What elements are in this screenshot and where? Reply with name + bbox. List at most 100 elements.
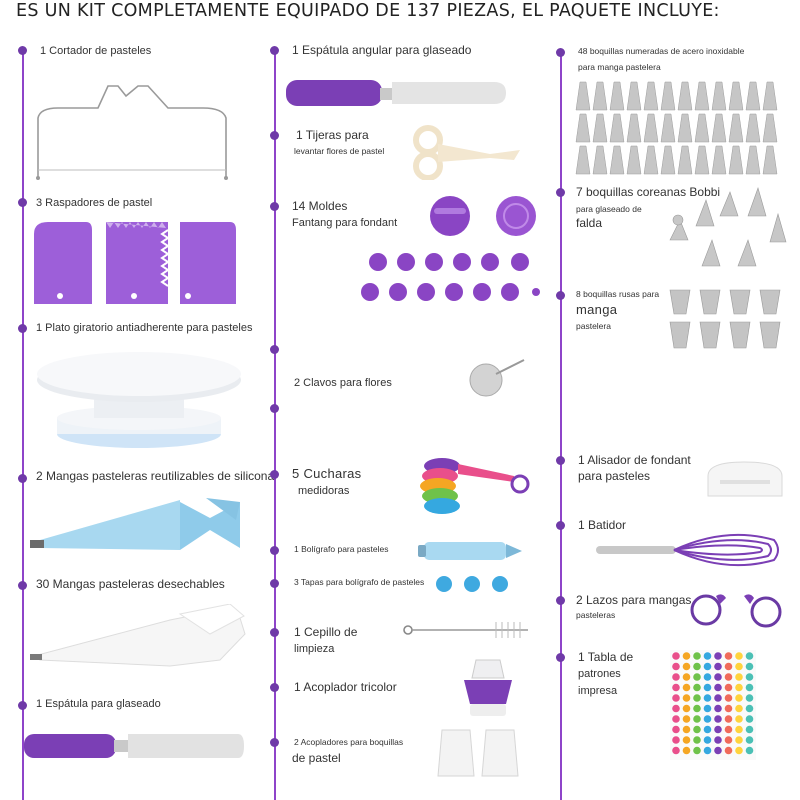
piping-tip <box>592 145 608 175</box>
pattern-swatch <box>682 652 691 660</box>
pattern-swatch <box>682 683 691 692</box>
piping-tip <box>592 81 608 111</box>
bullet-dot <box>270 683 279 692</box>
pattern-swatch <box>682 704 691 713</box>
item-label-cake-cutter: 1 Cortador de pasteles <box>40 45 152 57</box>
item-label-scissors: 1 Tijeras para <box>296 128 369 142</box>
pattern-swatch <box>735 662 743 671</box>
pattern-swatch <box>703 694 712 702</box>
bullet-dot <box>270 345 279 354</box>
pattern-swatch <box>703 746 712 755</box>
angled-spatula-icon <box>284 76 508 110</box>
pattern-swatch <box>724 652 733 660</box>
pattern-swatch <box>693 652 701 660</box>
item-label-whisk: 1 Batidor <box>578 518 627 532</box>
piping-tip <box>711 113 727 143</box>
pattern-swatch <box>714 683 722 692</box>
pattern-swatch <box>703 652 712 660</box>
scraper-icon <box>30 220 240 308</box>
bullet-dot <box>18 474 27 483</box>
pattern-swatch <box>682 746 691 755</box>
item-label-disposable-bags: 30 Mangas pasteleras desechables <box>36 577 225 591</box>
item-label-tricolor-coupler: 1 Acoplador tricolor <box>294 680 397 694</box>
bullet-dot <box>270 131 279 140</box>
pattern-chart-icon <box>670 650 756 760</box>
bullet-dot <box>18 46 27 55</box>
item-sublabel-russian-tips: manga <box>576 302 618 317</box>
item-label-flower-nails: 2 Clavos para flores <box>294 377 392 389</box>
pattern-swatch <box>693 715 701 723</box>
pattern-swatch <box>693 704 701 713</box>
spatula-icon <box>24 730 246 762</box>
bullet-dot <box>18 198 27 207</box>
item-label-cleaning-brush: 1 Cepillo de <box>294 625 358 639</box>
piping-tip <box>592 113 608 143</box>
item-label-russian-tips: 8 boquillas rusas para <box>576 289 660 299</box>
pattern-swatch <box>672 683 680 692</box>
item-sublabel-scissors: levantar flores de pastel <box>294 146 385 156</box>
piping-tip <box>762 113 778 143</box>
piping-tip <box>677 113 693 143</box>
fondant-mold-icon <box>360 194 540 306</box>
korean-tip-icon <box>666 186 790 270</box>
pattern-swatch <box>735 725 743 734</box>
pattern-swatch <box>745 725 754 734</box>
bullet-dot <box>18 324 27 333</box>
piping-tip <box>694 81 710 111</box>
piping-tip <box>694 113 710 143</box>
pattern-swatch <box>682 725 691 734</box>
piping-tip <box>694 145 710 175</box>
piping-tip-icon <box>574 80 784 176</box>
piping-tip <box>762 81 778 111</box>
pattern-swatch <box>682 673 691 681</box>
bullet-dot <box>270 628 279 637</box>
item-sublabel2-russian-tips: pastelera <box>576 321 611 331</box>
item-sublabel-fondant-smoother: para pasteles <box>578 469 651 483</box>
pattern-swatch <box>672 715 680 723</box>
piping-tip <box>626 145 642 175</box>
piping-tip <box>575 113 591 143</box>
pattern-swatch <box>672 725 680 734</box>
pattern-swatch <box>714 704 722 713</box>
piping-tip <box>728 81 744 111</box>
cleaning-brush-icon <box>402 620 532 640</box>
pattern-swatch <box>735 715 743 723</box>
scissors-icon <box>410 124 526 180</box>
pattern-swatch <box>714 662 722 671</box>
pattern-swatch <box>693 725 701 734</box>
bullet-dot <box>556 653 565 662</box>
pattern-swatch <box>724 673 733 681</box>
item-label-fondant-smoother: 1 Alisador de fondant <box>578 453 691 467</box>
pattern-swatch <box>703 662 712 671</box>
pattern-swatch <box>714 715 722 723</box>
pattern-swatch <box>735 736 743 744</box>
piping-tip <box>660 81 676 111</box>
pattern-swatch <box>724 683 733 692</box>
right-timeline <box>560 50 562 800</box>
pattern-swatch <box>745 715 754 723</box>
piping-tip <box>626 81 642 111</box>
pattern-swatch <box>693 694 701 702</box>
pattern-swatch <box>672 704 680 713</box>
item-sublabel-measuring-spoons: medidoras <box>298 485 350 497</box>
item-sublabel-bag-ties: pasteleras <box>576 610 616 620</box>
turntable-icon <box>34 344 244 454</box>
item-label-spatula: 1 Espátula para glaseado <box>36 698 161 710</box>
bullet-dot <box>18 581 27 590</box>
item-sublabel-fondant-molds: Fantang para fondant <box>292 217 398 229</box>
item-sublabel-pattern-chart: patrones <box>578 668 621 680</box>
tricolor-coupler-icon <box>460 656 516 718</box>
pattern-swatch <box>745 662 754 671</box>
pattern-swatch <box>672 746 680 755</box>
pattern-swatch <box>724 725 733 734</box>
item-label-angled-spatula: 1 Espátula angular para glaseado <box>292 43 472 57</box>
pattern-swatch <box>703 725 712 734</box>
piping-tip <box>575 145 591 175</box>
pattern-swatch <box>724 736 733 744</box>
left-timeline <box>22 50 24 800</box>
bullet-dot <box>270 546 279 555</box>
pen-cap-icon <box>434 572 514 596</box>
pattern-swatch <box>735 746 743 755</box>
flower-nail-icon <box>466 356 526 400</box>
pattern-swatch <box>735 704 743 713</box>
